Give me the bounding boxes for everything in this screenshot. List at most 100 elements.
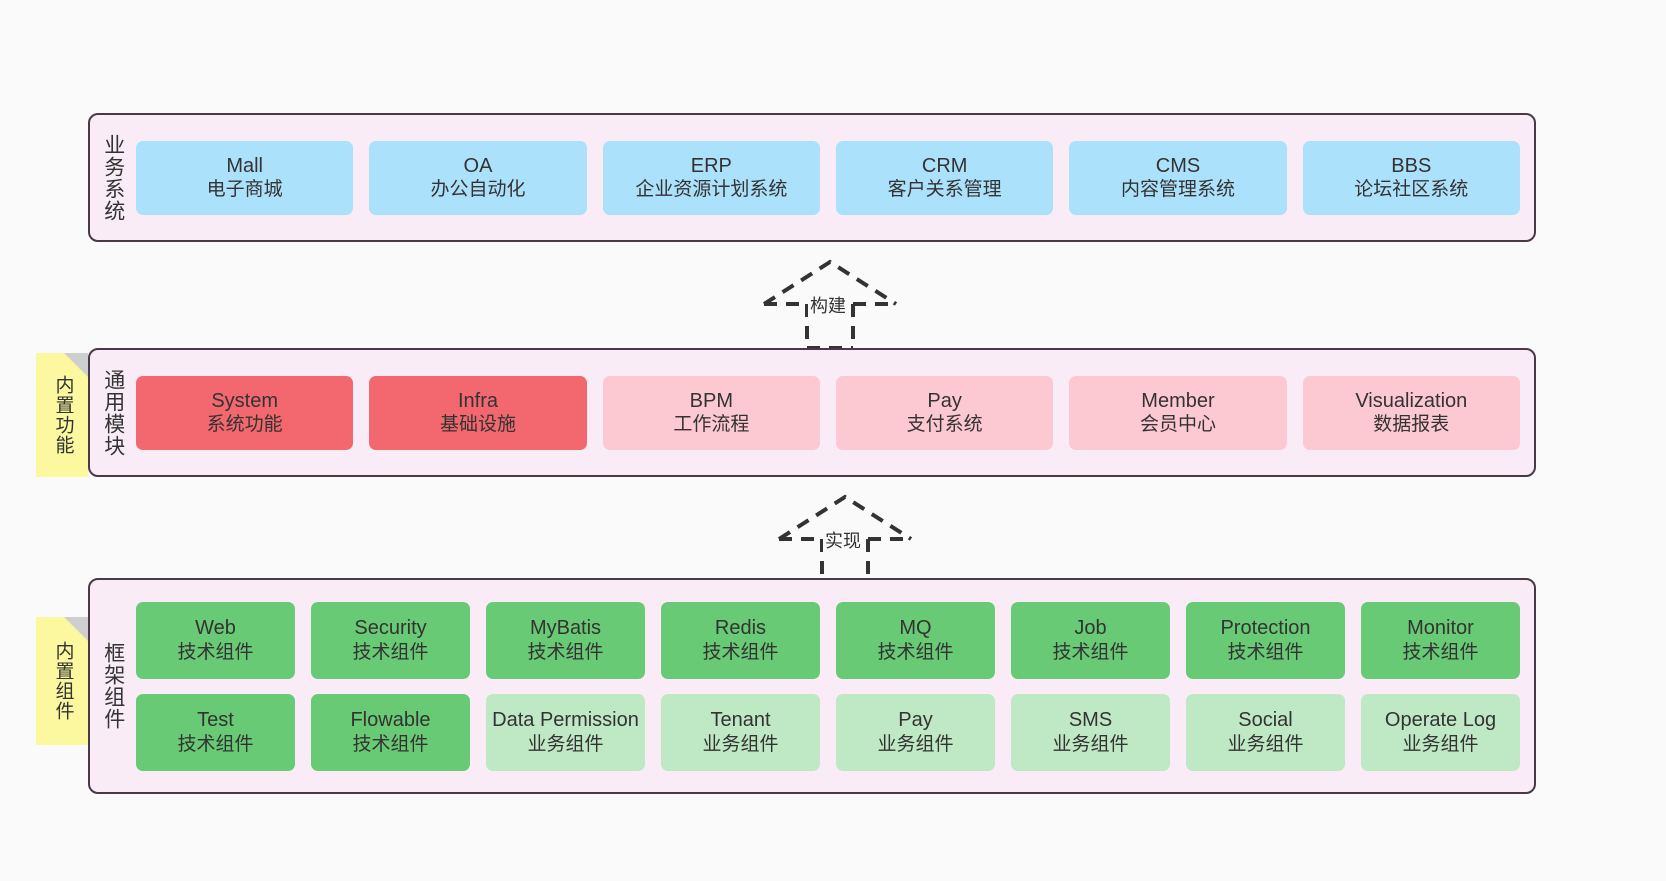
card-sub: 企业资源计划系统 [635,179,788,201]
card-name: Web [195,617,236,640]
business-card-bbs[interactable]: BBS 论坛社区系统 [1302,140,1520,215]
card-name: CRM [921,154,968,177]
card-name: OA [463,154,493,177]
arrow-build: 构建 [760,258,900,350]
note-fold-icon [64,617,88,641]
framework-card-redis[interactable]: Redis 技术组件 [661,601,820,679]
framework-card-row-2: Test 技术组件 Flowable 技术组件 Data Permission … [136,693,1520,771]
section-business-systems: 业务系统 Mall 电子商城 OA 办公自动化 ERP 企业资源计划系统 CRM… [88,113,1536,242]
card-sub: 技术组件 [877,641,954,663]
card-sub: 电子商城 [206,179,283,201]
section-framework-components: 框架组件 Web 技术组件 Security 技术组件 MyBatis 技术组件… [88,578,1536,794]
card-sub: 业务组件 [877,733,954,755]
card-sub: 技术组件 [1227,641,1304,663]
framework-card-monitor[interactable]: Monitor 技术组件 [1361,601,1520,679]
card-sub: 业务组件 [1227,733,1304,755]
card-name: Pay [927,389,962,412]
card-sub: 业务组件 [1052,733,1129,755]
card-name: Member [1141,389,1215,412]
card-name: System [211,389,278,412]
card-name: Tenant [710,709,771,732]
card-sub: 技术组件 [352,733,429,755]
business-card-erp[interactable]: ERP 企业资源计划系统 [602,140,820,215]
framework-card-pay[interactable]: Pay 业务组件 [836,693,995,771]
module-card-pay[interactable]: Pay 支付系统 [835,375,1054,450]
card-sub: 支付系统 [906,414,983,436]
card-sub: 技术组件 [1402,641,1479,663]
framework-card-mybatis[interactable]: MyBatis 技术组件 [486,601,645,679]
module-card-system[interactable]: System 系统功能 [136,375,354,450]
section-framework-components-title: 框架组件 [101,642,125,730]
card-name: Mall [226,154,263,177]
framework-card-protection[interactable]: Protection 技术组件 [1186,601,1345,679]
card-sub: 技术组件 [527,641,604,663]
framework-card-security[interactable]: Security 技术组件 [311,601,470,679]
card-name: Flowable [350,709,431,732]
framework-card-mq[interactable]: MQ 技术组件 [836,601,995,679]
framework-card-flowable[interactable]: Flowable 技术组件 [311,693,470,771]
card-name: CMS [1155,154,1201,177]
section-common-modules: 通用模块 System 系统功能 Infra 基础设施 BPM 工作流程 Pay… [88,348,1536,477]
note-builtin-component-label: 内置组件 [52,641,74,721]
module-card-bpm[interactable]: BPM 工作流程 [602,375,820,450]
framework-card-web[interactable]: Web 技术组件 [136,601,295,679]
card-name: Protection [1220,617,1311,640]
framework-card-test[interactable]: Test 技术组件 [136,693,295,771]
card-name: Test [197,709,234,732]
framework-card-data-permission[interactable]: Data Permission 业务组件 [486,693,645,771]
business-card-cms[interactable]: CMS 内容管理系统 [1069,140,1287,215]
card-sub: 系统功能 [206,414,283,436]
card-sub: 办公自动化 [430,179,526,201]
arrow-implement: 实现 [775,493,915,585]
card-name: BPM [689,389,733,412]
card-sub: 工作流程 [673,414,750,436]
card-sub: 技术组件 [1052,641,1129,663]
arrow-implement-label: 实现 [823,527,863,553]
business-card-crm[interactable]: CRM 客户关系管理 [835,140,1054,215]
module-card-infra[interactable]: Infra 基础设施 [369,375,587,450]
framework-card-row-1: Web 技术组件 Security 技术组件 MyBatis 技术组件 Redi… [136,601,1520,679]
card-name: SMS [1068,709,1113,732]
modules-card-row: System 系统功能 Infra 基础设施 BPM 工作流程 Pay 支付系统… [136,375,1520,450]
card-name: Redis [714,617,767,640]
card-name: Infra [457,389,498,412]
module-card-member[interactable]: Member 会员中心 [1069,375,1287,450]
card-name: MQ [899,617,932,640]
card-name: Pay [898,709,933,732]
framework-card-tenant[interactable]: Tenant 业务组件 [661,693,820,771]
card-name: BBS [1391,154,1432,177]
business-card-oa[interactable]: OA 办公自动化 [369,140,587,215]
card-sub: 数据报表 [1373,414,1450,436]
card-sub: 论坛社区系统 [1354,179,1469,201]
framework-card-social[interactable]: Social 业务组件 [1186,693,1345,771]
section-business-systems-title: 业务系统 [101,133,125,222]
card-name: Monitor [1407,617,1474,640]
note-builtin-component: 内置组件 [36,617,88,745]
business-card-mall[interactable]: Mall 电子商城 [136,140,354,215]
framework-cards-wrap: Web 技术组件 Security 技术组件 MyBatis 技术组件 Redi… [136,580,1534,792]
framework-card-job[interactable]: Job 技术组件 [1011,601,1170,679]
card-sub: 技术组件 [177,641,254,663]
card-name: ERP [690,154,732,177]
note-builtin-feature: 内置功能 [36,353,88,477]
card-sub: 业务组件 [702,733,779,755]
card-sub: 业务组件 [527,733,604,755]
arrow-build-label: 构建 [808,292,848,318]
card-name: Job [1074,617,1107,640]
card-name: MyBatis [529,617,602,640]
card-name: Data Permission [492,709,639,732]
card-name: Security [354,617,427,640]
business-cards-wrap: Mall 电子商城 OA 办公自动化 ERP 企业资源计划系统 CRM 客户关系… [136,115,1534,240]
section-common-modules-title: 通用模块 [101,368,125,457]
card-name: Operate Log [1384,709,1497,732]
modules-cards-wrap: System 系统功能 Infra 基础设施 BPM 工作流程 Pay 支付系统… [136,350,1534,475]
card-sub: 业务组件 [1402,733,1479,755]
card-sub: 会员中心 [1139,414,1216,436]
framework-card-operate-log[interactable]: Operate Log 业务组件 [1361,693,1520,771]
card-name: Social [1238,709,1293,732]
card-sub: 技术组件 [177,733,254,755]
framework-card-sms[interactable]: SMS 业务组件 [1011,693,1170,771]
card-sub: 基础设施 [439,414,516,436]
module-card-visualization[interactable]: Visualization 数据报表 [1302,375,1520,450]
